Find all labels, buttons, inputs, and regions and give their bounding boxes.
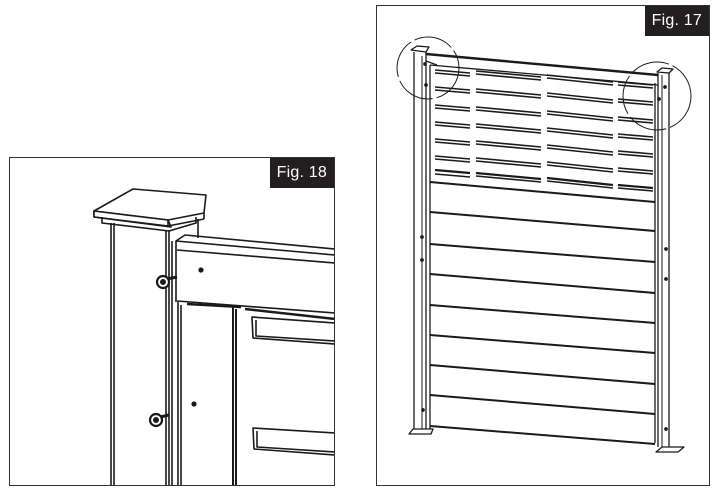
figure-17-label: Fig. 17 (644, 6, 709, 36)
figure-18-label: Fig. 18 (269, 158, 334, 188)
post-rail-closeup-drawing (93, 188, 334, 485)
slat-row-7 (434, 168, 654, 192)
slat-row-4 (434, 121, 654, 141)
figure-17-panel: Fig. 17 (376, 5, 710, 486)
slat-row-5 (434, 138, 654, 158)
detail-circle-left (396, 36, 460, 100)
screw-top (155, 274, 178, 290)
slat-row-2 (434, 86, 654, 106)
detail-circle-right (622, 61, 692, 131)
figure-18-panel: Fig. 18 (9, 157, 335, 486)
slat-row-1 (434, 69, 654, 89)
slat-row-6 (434, 155, 654, 175)
screw-bottom (148, 412, 170, 428)
slat-row-3 (434, 104, 654, 124)
fence-panel-drawing (396, 36, 692, 453)
